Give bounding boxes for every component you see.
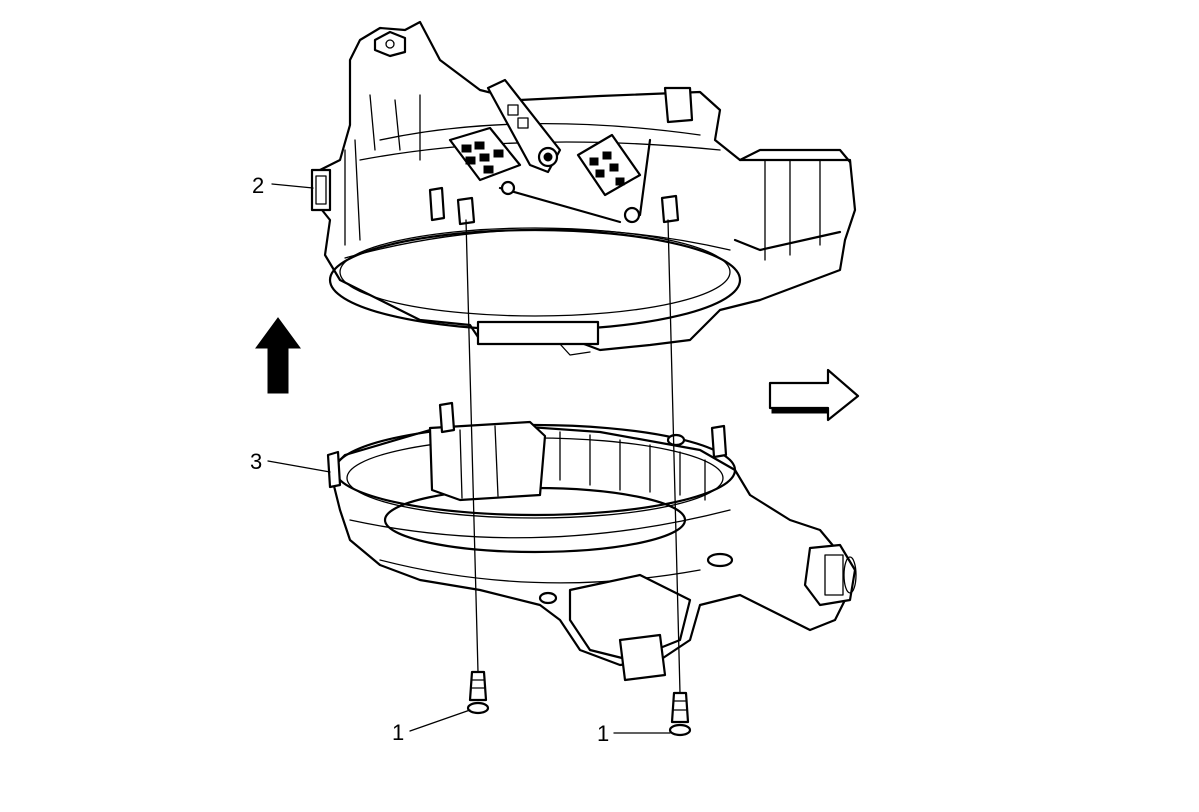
actuator-right bbox=[576, 133, 642, 197]
actuator-left bbox=[448, 126, 522, 182]
screw-right bbox=[668, 691, 692, 737]
upper-blower-case bbox=[310, 20, 857, 356]
callout-label-upper-case: 2 bbox=[252, 173, 264, 198]
alignment-lines bbox=[465, 219, 681, 694]
screw-left bbox=[466, 670, 490, 715]
lower-blower-case bbox=[326, 401, 857, 682]
callout-leaders bbox=[267, 183, 671, 734]
outline-arrow-right-icon bbox=[768, 368, 860, 422]
callout-label-screw-left: 1 bbox=[392, 720, 404, 745]
callout-label-screw-right: 1 bbox=[597, 721, 609, 746]
actuator-arm bbox=[486, 78, 562, 174]
solid-arrow-up-icon bbox=[255, 317, 301, 394]
callout-label-lower-case: 3 bbox=[250, 449, 262, 474]
